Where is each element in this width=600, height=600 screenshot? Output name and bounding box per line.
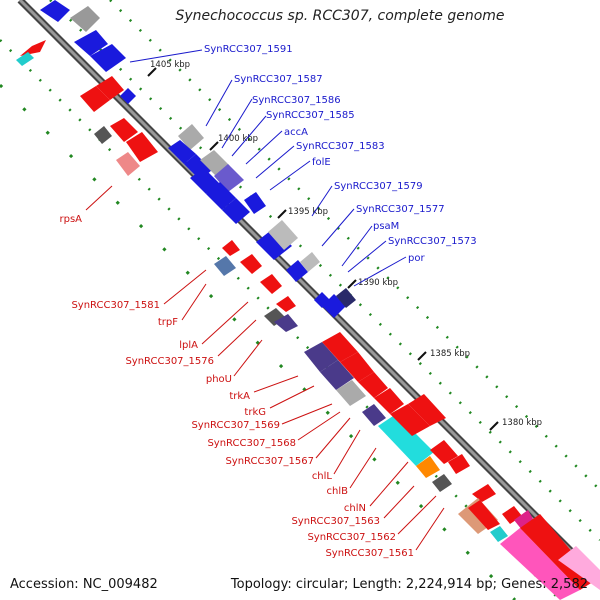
gene-arrow-reverse xyxy=(336,288,356,308)
gene-label: phoU xyxy=(206,374,232,385)
gene-arrow-forward xyxy=(274,314,298,332)
gene-arrow-forward xyxy=(322,332,358,362)
gene-label: por xyxy=(408,253,425,264)
tick-label: 1400 kbp xyxy=(218,134,258,144)
gene-label: chlB xyxy=(327,486,349,497)
gene-arrow-forward xyxy=(240,254,262,274)
gene-arrow-forward xyxy=(304,342,338,372)
gene-arrow-reverse xyxy=(206,182,236,210)
scale: 1405 kbp 1400 kbp 1395 kbp 1390 kbp 1385… xyxy=(147,60,542,431)
tick-label: 1385 kbp xyxy=(430,349,470,359)
gene-label: folE xyxy=(312,157,331,168)
gene-arrow-forward xyxy=(558,546,600,590)
map-title: Synechococcus sp. RCC307, complete genom… xyxy=(175,8,505,24)
gene-arrow-forward xyxy=(408,394,446,426)
gene-label: rpsA xyxy=(59,214,82,225)
gene-arrow-reverse xyxy=(300,252,320,272)
gene-arrow-forward xyxy=(362,404,386,426)
gene-label: chlL xyxy=(312,471,333,482)
gene-arrow-forward xyxy=(500,528,580,600)
gene-arrow-forward xyxy=(126,132,158,162)
gene-arrow-forward xyxy=(468,500,500,530)
tick-label: 1380 kbp xyxy=(502,418,542,428)
gene-label: SynRCC307_1585 xyxy=(266,110,355,121)
gene-label: SynRCC307_1567 xyxy=(225,456,314,467)
gene-arrow-forward xyxy=(378,414,434,466)
gene-arrow-reverse xyxy=(90,44,126,72)
gene-label: SynRCC307_1586 xyxy=(252,95,341,106)
gene-arrow-forward xyxy=(416,456,440,478)
gene-arrow-forward xyxy=(490,526,508,542)
gene-arrow-reverse xyxy=(222,198,250,224)
tick-label: 1395 kbp xyxy=(288,207,328,217)
gene-label: SynRCC307_1573 xyxy=(388,236,477,247)
gene-arrow-reverse xyxy=(286,260,308,282)
reverse-leaders xyxy=(129,49,407,287)
gene-arrow-reverse xyxy=(168,140,196,164)
genome-summary: Topology: circular; Length: 2,224,914 bp… xyxy=(230,577,588,592)
gene-arrow-forward xyxy=(340,352,374,382)
gene-label: chlN xyxy=(344,503,366,514)
tick-label: 1390 kbp xyxy=(358,278,398,288)
gene-label: SynRCC307_1581 xyxy=(71,300,160,311)
tick-label: 1405 kbp xyxy=(150,60,190,70)
gene-arrow-forward xyxy=(432,474,452,492)
gene-label: trkG xyxy=(244,407,266,418)
gene-arrow-reverse xyxy=(214,164,244,192)
gene-arrow-forward xyxy=(320,360,354,390)
gene-label: SynRCC307_1568 xyxy=(207,438,296,449)
gene-arrow-forward xyxy=(96,76,124,100)
gene-arrow-forward xyxy=(336,380,366,406)
forward-labels: rpsA SynRCC307_1581 trpF lplA SynRCC307_… xyxy=(59,214,414,559)
gene-arrow-reverse xyxy=(74,30,108,56)
forward-leaders xyxy=(85,185,445,551)
gene-arrow-forward xyxy=(260,274,282,294)
gene-arrow-forward xyxy=(214,256,236,276)
gene-arrow-forward xyxy=(472,484,496,502)
gene-label: trpF xyxy=(158,317,178,328)
reverse-labels: SynRCC307_1591 SynRCC307_1587 SynRCC307_… xyxy=(204,44,477,264)
gene-label: SynRCC307_1563 xyxy=(291,516,380,527)
accession-label: Accession: NC_009482 xyxy=(10,577,158,592)
gene-arrow-reverse xyxy=(70,6,100,32)
gene-label: accA xyxy=(284,127,308,138)
gene-label: SynRCC307_1591 xyxy=(204,44,293,55)
gene-arrow-forward xyxy=(448,454,470,474)
gene-label: SynRCC307_1583 xyxy=(296,141,385,152)
gene-label: trkA xyxy=(229,391,250,402)
gene-arrow-reverse xyxy=(244,192,266,214)
gene-arrow-forward xyxy=(110,118,138,142)
gene-arrow-forward xyxy=(502,506,522,524)
gene-label: SynRCC307_1561 xyxy=(325,548,414,559)
gene-arrow-reverse xyxy=(256,228,292,260)
gene-arrow-forward xyxy=(94,126,112,144)
gene-arrow-forward xyxy=(16,52,34,66)
gene-arrow-forward xyxy=(116,152,140,176)
gene-label: SynRCC307_1569 xyxy=(191,420,280,431)
gene-arrow-forward xyxy=(390,404,430,436)
gene-label: SynRCC307_1587 xyxy=(234,74,323,85)
gene-label: lplA xyxy=(179,340,198,351)
gene-arrow-reverse xyxy=(190,168,220,194)
gene-arrow-forward xyxy=(276,296,296,312)
gene-arrow-forward xyxy=(222,240,240,256)
gene-arrow-forward xyxy=(358,372,388,398)
gene-label: SynRCC307_1577 xyxy=(356,204,445,215)
gene-arrow-forward xyxy=(430,440,458,464)
gene-arrow-reverse xyxy=(268,220,298,250)
gene-arrow-reverse xyxy=(178,124,204,150)
gene-arrow-forward xyxy=(20,40,46,56)
gene-arrow-forward xyxy=(374,388,404,414)
forward-strand-genes xyxy=(16,40,600,600)
gene-arrow-reverse xyxy=(120,88,136,104)
reverse-strand-genes xyxy=(40,0,356,318)
gene-label: SynRCC307_1562 xyxy=(307,532,396,543)
gene-label: SynRCC307_1576 xyxy=(125,356,214,367)
backbone xyxy=(17,0,600,583)
gene-label: psaM xyxy=(373,221,399,232)
gene-arrow-reverse xyxy=(40,0,70,22)
gene-label: SynRCC307_1579 xyxy=(334,181,423,192)
